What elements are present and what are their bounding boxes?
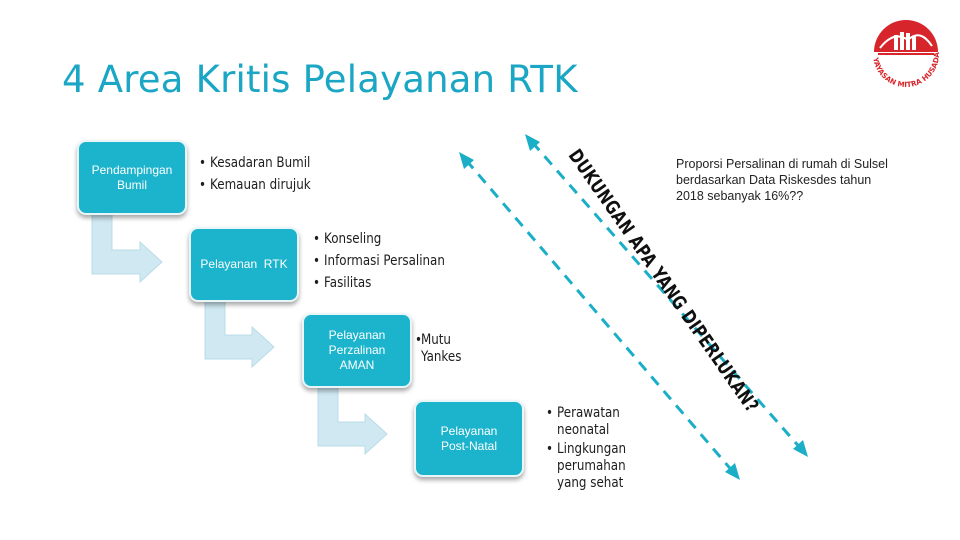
svg-text:YAYASAN MITRA HUSADA: YAYASAN MITRA HUSADA	[871, 52, 941, 90]
step-box-persalinan-aman: Pelayanan Perzalinan AMAN	[302, 313, 412, 388]
arrowhead-icon	[793, 440, 808, 457]
logo-text: YAYASAN MITRA HUSADA	[871, 52, 941, 90]
bend-arrow-2	[204, 299, 275, 369]
step-box-pelayanan-rtk: Pelayanan RTK	[189, 227, 299, 302]
bullet-item: Mutu Yankes	[415, 332, 475, 366]
bend-arrow-1	[91, 211, 163, 284]
step-box-post-natal: Pelayanan Post-Natal	[414, 400, 524, 477]
bullet-item: Lingkungan perumahan yang sehat	[546, 441, 631, 492]
logo: YAYASAN MITRA HUSADA	[864, 10, 948, 94]
step-label-line: Perzalinan	[328, 343, 386, 357]
arrowhead-icon	[525, 134, 540, 151]
step-bullets-4: Perawatan neonatal Lingkungan perumahan …	[546, 405, 631, 494]
step-label-line: Pelayanan	[440, 423, 498, 438]
dashed-arrow-line-left	[464, 159, 736, 474]
step-bullets-1: Kesadaran Bumil Kemauan dirujuk	[199, 154, 311, 198]
step-label-line: Pelayanan	[328, 328, 386, 342]
bend-arrow-3	[317, 384, 388, 456]
arrowhead-icon	[459, 152, 474, 169]
step-bullets-2: Konseling Informasi Persalinan Fasilitas	[313, 230, 445, 296]
step-box-pendampingan: Pendampingan Bumil	[77, 140, 187, 215]
bullet-item: Kemauan dirujuk	[199, 176, 311, 194]
step-label-line: AMAN	[339, 358, 375, 372]
bullet-item: Konseling	[313, 230, 445, 248]
bullet-item: Kesadaran Bumil	[199, 154, 311, 172]
bullet-item: Fasilitas	[313, 274, 445, 292]
note-text: Proporsi Persalinan di rumah di Sulsel b…	[676, 157, 888, 203]
bullet-item: Perawatan neonatal	[546, 405, 631, 439]
step-label-line: Bumil	[116, 177, 147, 192]
arrowhead-icon	[725, 463, 740, 480]
bullet-item: Informasi Persalinan	[313, 252, 445, 270]
step-bullets-3: Mutu Yankes	[415, 332, 475, 368]
step-label-line: Post-Natal	[440, 438, 498, 453]
page-title: 4 Area Kritis Pelayanan RTK	[62, 58, 578, 101]
step-label-line: Pendampingan	[91, 162, 173, 177]
step-label-line: Pelayanan RTK	[200, 257, 288, 271]
